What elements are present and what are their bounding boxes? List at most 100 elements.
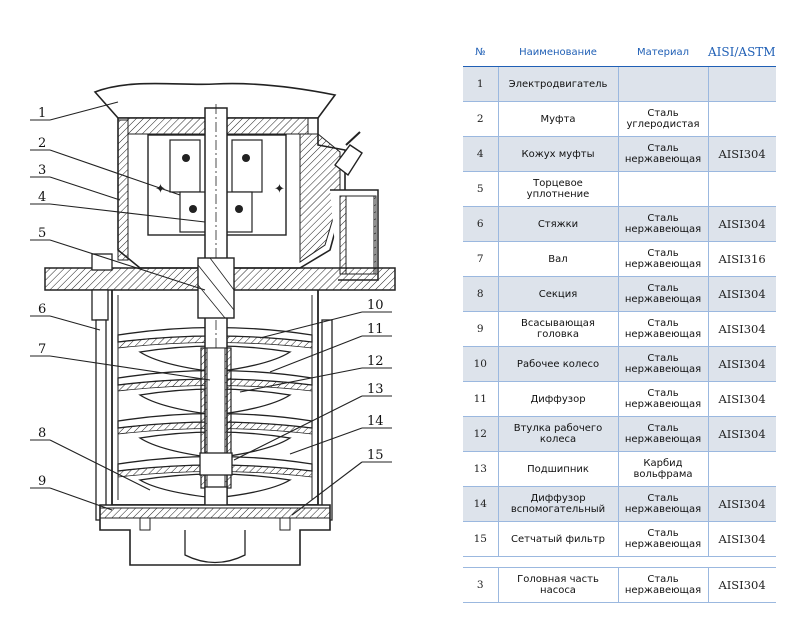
- header-number: №: [463, 38, 498, 67]
- row-number: 6: [463, 206, 498, 242]
- table-row: 7 Вал Сталь нержавеющая AISI316: [463, 241, 776, 277]
- table-row: 12 Втулка рабочего колеса Сталь нержавею…: [463, 416, 776, 452]
- row-material: Сталь нержавеющая: [617, 241, 708, 277]
- row-astm: AISI316: [707, 241, 776, 277]
- row-material: [617, 171, 708, 207]
- row-number: 11: [463, 381, 498, 417]
- shaft-seal: [197, 257, 235, 319]
- row-material: Сталь нержавеющая: [617, 416, 708, 452]
- row-material: Сталь нержавеющая: [617, 381, 708, 417]
- callout-13: 13: [367, 382, 384, 397]
- row-astm: AISI304: [707, 486, 776, 522]
- table-row: 15 Сетчатый фильтр Сталь нержавеющая AIS…: [463, 521, 776, 557]
- row-material: Карбид вольфрама: [617, 451, 708, 487]
- callout-3: 3: [38, 163, 46, 178]
- row-number: 3: [463, 567, 498, 603]
- table-row: 1 Электродвигатель: [463, 66, 776, 102]
- row-name: Рабочее колесо: [497, 346, 618, 382]
- table-row: 11 Диффузор Сталь нержавеющая AISI304: [463, 381, 776, 417]
- row-astm: [707, 101, 776, 137]
- row-astm: [707, 451, 776, 487]
- callout-5: 5: [38, 226, 46, 241]
- row-number: 5: [463, 171, 498, 207]
- row-astm: [707, 171, 776, 207]
- row-name: Вал: [497, 241, 618, 277]
- row-material: Сталь нержавеющая: [617, 486, 708, 522]
- row-number: 14: [463, 486, 498, 522]
- row-name: Диффузор вспомогательный: [497, 486, 618, 522]
- table-row: 3 Головная часть насоса Сталь нержавеюща…: [463, 567, 776, 603]
- table-row: 6 Стяжки Сталь нержавеющая AISI304: [463, 206, 776, 242]
- row-number: 12: [463, 416, 498, 452]
- guard-hatch-left: [117, 119, 129, 261]
- row-number: 8: [463, 276, 498, 312]
- row-astm: AISI304: [707, 276, 776, 312]
- svg-text:✦: ✦: [274, 182, 285, 197]
- row-material: Сталь нержавеющая: [617, 521, 708, 557]
- row-material: Сталь нержавеющая: [617, 206, 708, 242]
- row-material: Сталь нержавеющая: [617, 567, 708, 603]
- tie-rod-left: [95, 319, 107, 521]
- header-name: Наименование: [498, 38, 618, 67]
- row-name: Втулка рабочего колеса: [497, 416, 618, 452]
- row-material: Сталь нержавеющая: [617, 346, 708, 382]
- callout-14: 14: [367, 414, 384, 429]
- row-name: Муфта: [497, 101, 618, 137]
- callout-7: 7: [38, 342, 46, 357]
- callout-15: 15: [367, 448, 384, 463]
- table-row: 10 Рабочее колесо Сталь нержавеющая AISI…: [463, 346, 776, 382]
- callout-2: 2: [38, 136, 46, 151]
- row-number: 13: [463, 451, 498, 487]
- bearing: [199, 452, 233, 476]
- svg-text:✦: ✦: [155, 182, 166, 197]
- callout-11: 11: [367, 322, 384, 337]
- table-spacer: [463, 556, 776, 568]
- row-name: Стяжки: [497, 206, 618, 242]
- row-name: Всасывающая головка: [497, 311, 618, 347]
- callout-6: 6: [38, 302, 46, 317]
- header-material: Материал: [618, 38, 708, 67]
- vent-plug: [334, 144, 363, 177]
- spacer-cell: [463, 556, 776, 568]
- row-name: Секция: [497, 276, 618, 312]
- row-name: Подшипник: [497, 451, 618, 487]
- row-number: 1: [463, 66, 498, 102]
- callout-12: 12: [367, 354, 384, 369]
- row-astm: AISI304: [707, 346, 776, 382]
- row-name: Диффузор: [497, 381, 618, 417]
- callout-10: 10: [367, 298, 384, 313]
- row-astm: AISI304: [707, 416, 776, 452]
- row-material: Сталь нержавеющая: [617, 276, 708, 312]
- table-row: 5 Торцевое уплотнение: [463, 171, 776, 207]
- row-material: Сталь углеродистая: [617, 101, 708, 137]
- row-number: 4: [463, 136, 498, 172]
- row-name: Электродвигатель: [497, 66, 618, 102]
- row-astm: AISI304: [707, 521, 776, 557]
- row-name: Торцевое уплотнение: [497, 171, 618, 207]
- row-astm: AISI304: [707, 567, 776, 603]
- callout-9: 9: [38, 474, 46, 489]
- row-number: 7: [463, 241, 498, 277]
- row-number: 2: [463, 101, 498, 137]
- row-number: 9: [463, 311, 498, 347]
- callout-4: 4: [38, 190, 46, 205]
- callout-1: 1: [38, 106, 46, 121]
- table-row: 4 Кожух муфты Сталь нержавеющая AISI304: [463, 136, 776, 172]
- table-row: 13 Подшипник Карбид вольфрама: [463, 451, 776, 487]
- row-astm: AISI304: [707, 206, 776, 242]
- motor-outline: [93, 82, 337, 119]
- row-astm: [707, 66, 776, 102]
- parts-table: № Наименование Материал AISI/ASTM 1 Элек…: [463, 38, 776, 603]
- table-row: 14 Диффузор вспомогательный Сталь нержав…: [463, 486, 776, 522]
- row-astm: AISI304: [707, 311, 776, 347]
- table-row: 8 Секция Сталь нержавеющая AISI304: [463, 276, 776, 312]
- pump-cross-section-diagram: ✦✦: [30, 82, 396, 566]
- row-number: 10: [463, 346, 498, 382]
- row-material: Сталь нержавеющая: [617, 311, 708, 347]
- table-row: 2 Муфта Сталь углеродистая: [463, 101, 776, 137]
- row-material: Сталь нержавеющая: [617, 136, 708, 172]
- row-astm: AISI304: [707, 381, 776, 417]
- row-name: Головная часть насоса: [497, 567, 618, 603]
- row-name: Кожух муфты: [497, 136, 618, 172]
- callout-8: 8: [38, 426, 46, 441]
